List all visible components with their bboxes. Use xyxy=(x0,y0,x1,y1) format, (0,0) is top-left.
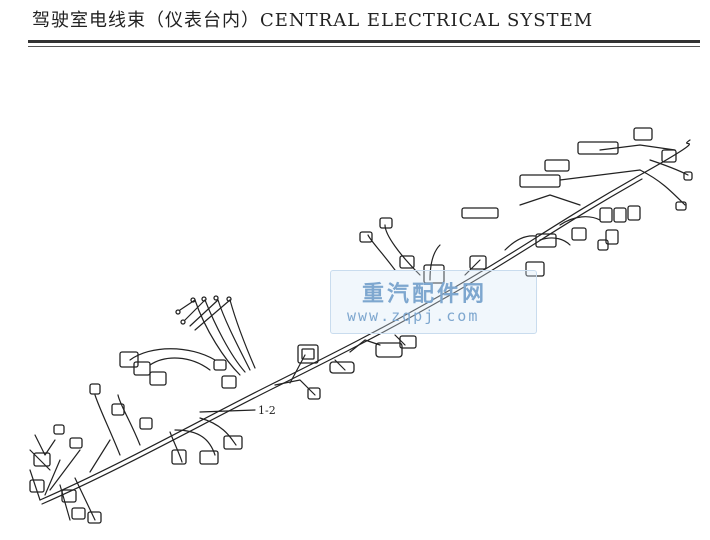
header-rule-thin xyxy=(28,46,700,47)
relay-box xyxy=(297,344,321,400)
fan-wire-ends xyxy=(175,295,232,325)
connector-group-right xyxy=(461,127,677,277)
watermark-url: www.zqpj.com xyxy=(347,307,480,325)
header-rule xyxy=(28,40,700,43)
watermark-box xyxy=(330,270,537,334)
connector-group-mid xyxy=(329,335,417,374)
connector-group-left xyxy=(29,424,102,524)
part-callout: 1-2 xyxy=(258,404,276,417)
connector-group-midleft xyxy=(119,351,237,389)
connector-group-upper-mid xyxy=(359,217,487,284)
callout-leader xyxy=(199,409,256,413)
harness-trunk xyxy=(39,139,691,501)
page-title: 驾驶室电线束（仪表台内）CENTRAL ELECTRICAL SYSTEM xyxy=(32,10,594,31)
connector-group-lower xyxy=(89,383,243,465)
watermark-site-name: 重汽配件网 xyxy=(362,282,488,307)
harness-trunk-2 xyxy=(41,178,643,505)
